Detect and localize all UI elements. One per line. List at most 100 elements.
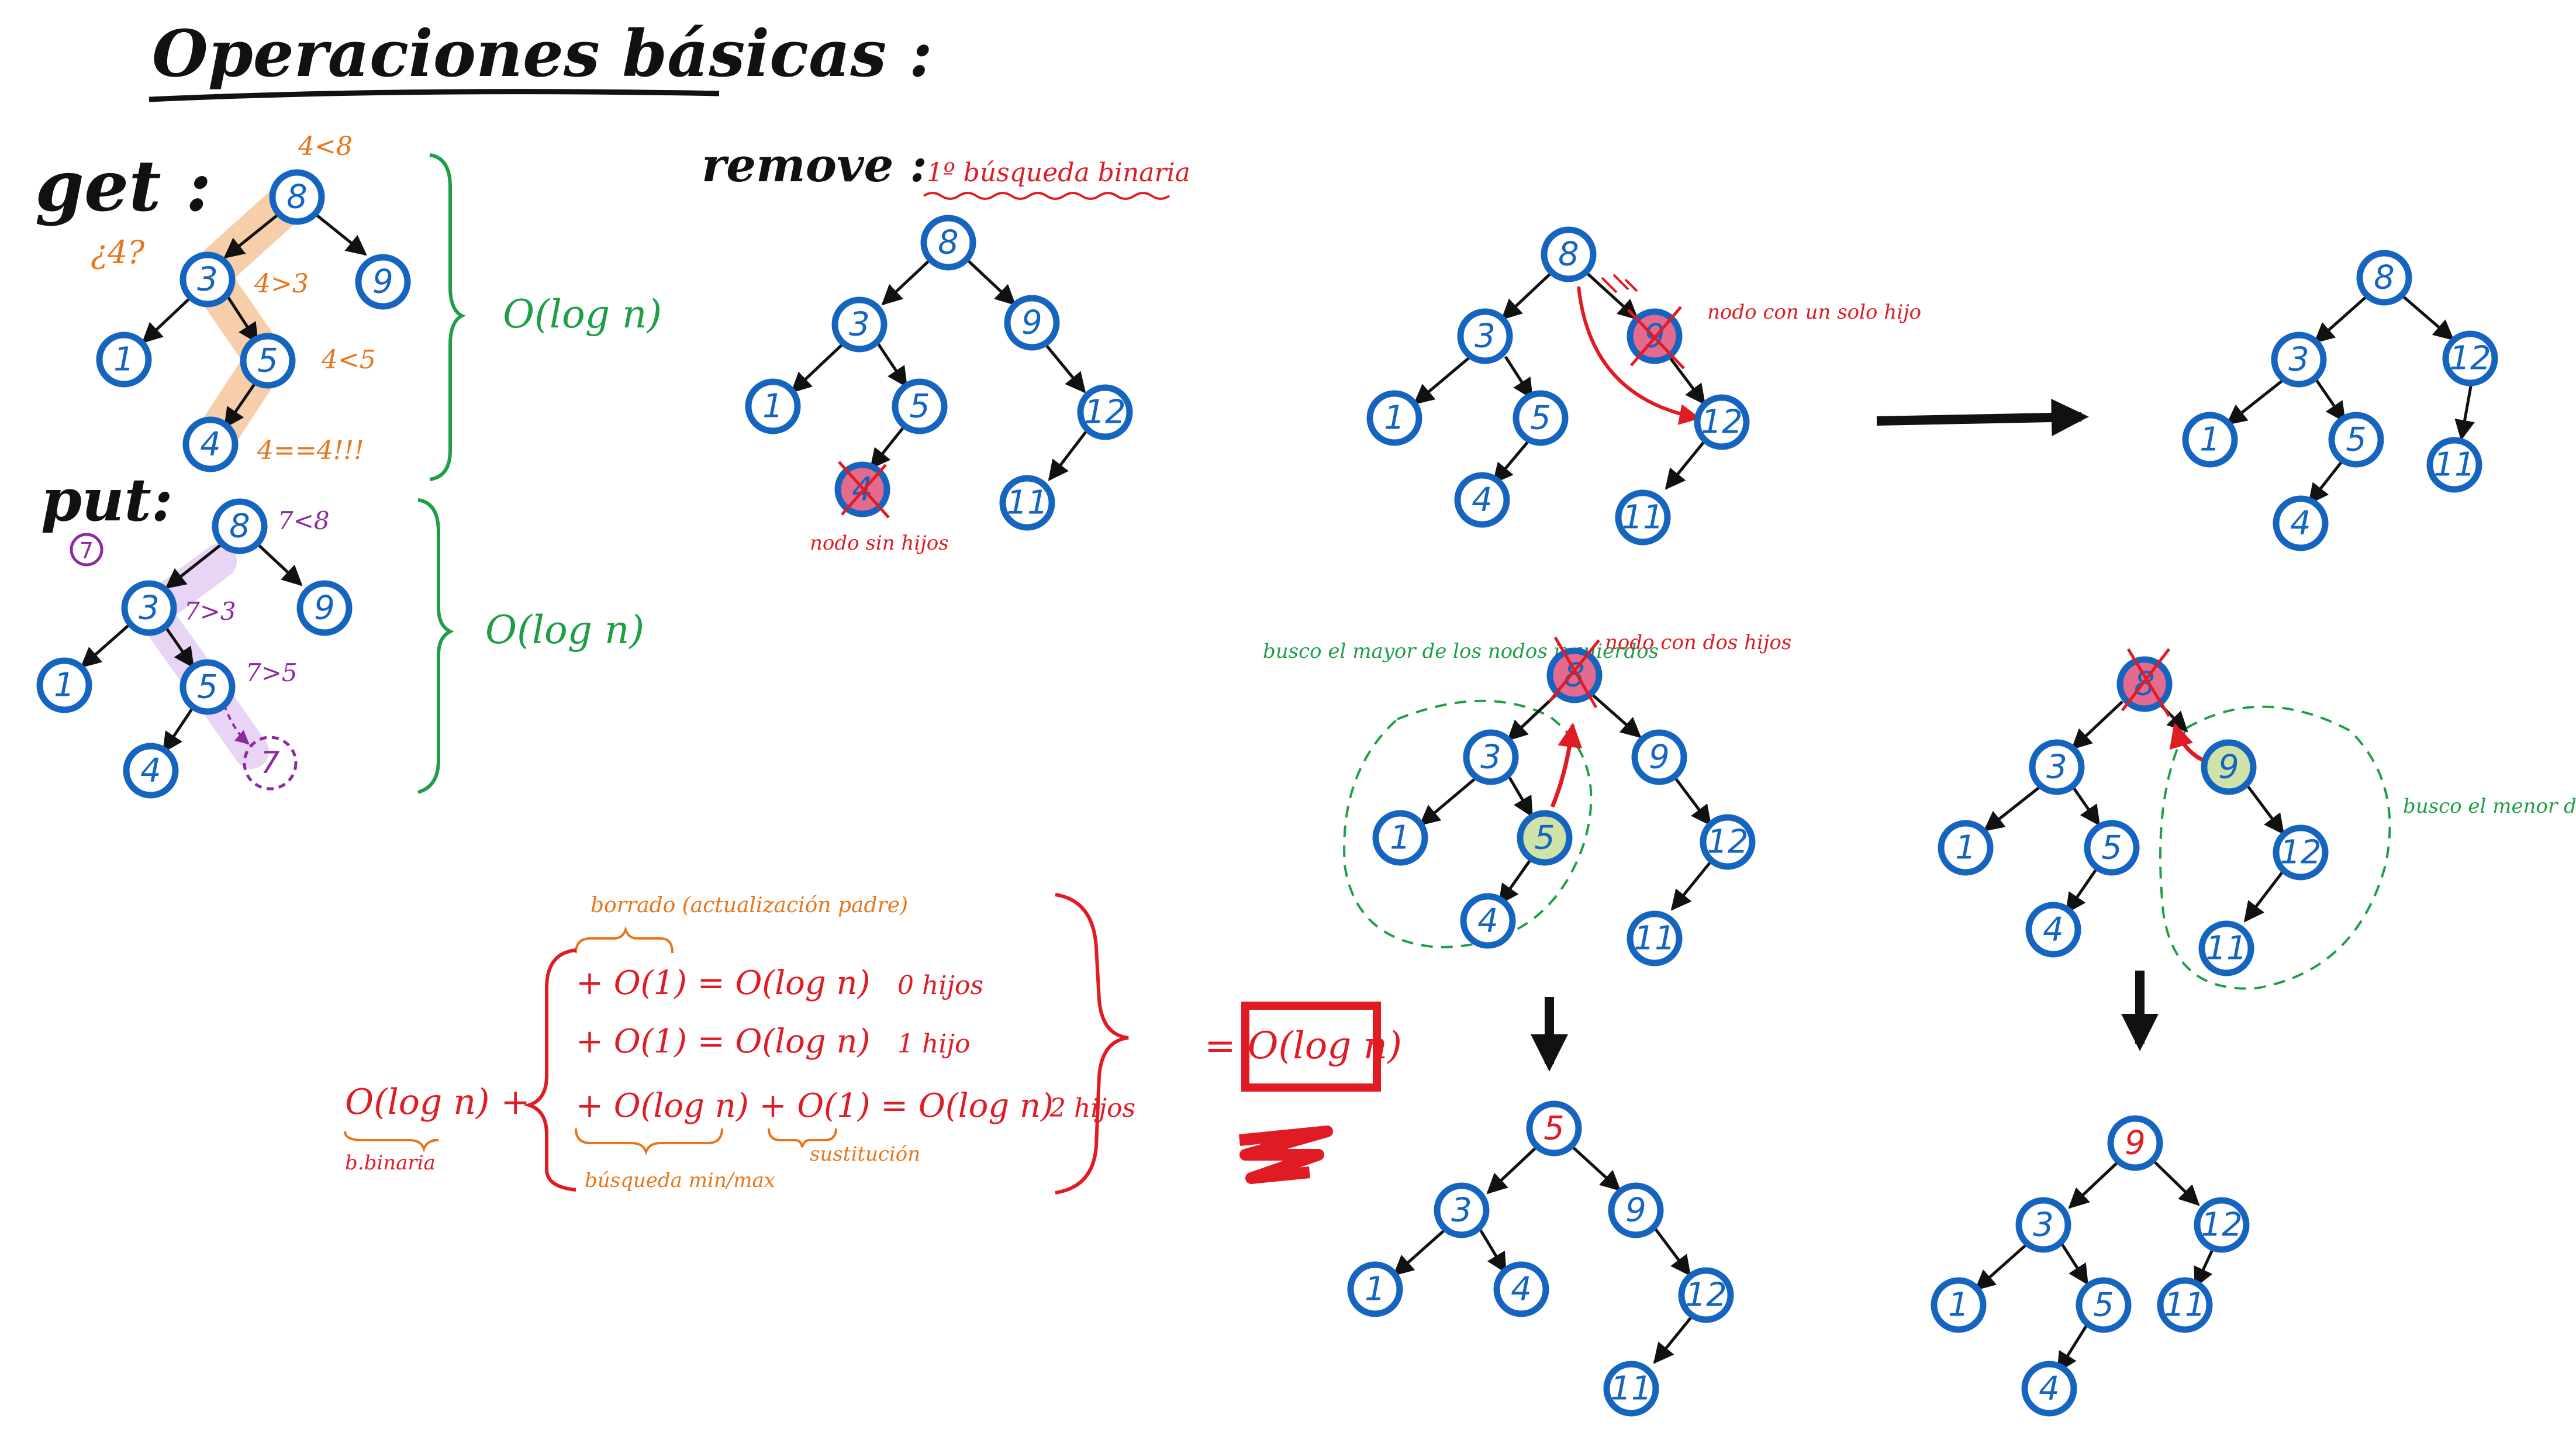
- svg-text:5: 5: [197, 668, 218, 706]
- two-left-tree: 8 3 9 1 5 12 4 11: [1372, 636, 1756, 967]
- node: 9: [355, 254, 411, 310]
- node: 4: [2273, 495, 2329, 551]
- svg-text:1 hijo: 1 hijo: [897, 1029, 971, 1059]
- cost-prefix-brace: [344, 1131, 439, 1153]
- put-step-1: 7<8: [278, 506, 330, 535]
- node: 3: [1434, 1182, 1490, 1238]
- replaced-node: 9: [2107, 1115, 2163, 1171]
- removed-node: 9: [1627, 306, 1685, 370]
- node: 8: [2356, 250, 2412, 306]
- put-value: 7: [70, 533, 103, 567]
- cost-bottom-caption-left: búsqueda min/max: [585, 1169, 775, 1192]
- cost-left-brace: [523, 948, 576, 1192]
- node: 5: [892, 378, 948, 434]
- svg-text:11: 11: [1634, 920, 1675, 958]
- svg-text:2 hijos: 2 hijos: [1049, 1093, 1135, 1123]
- node: 9: [1631, 729, 1687, 785]
- node: 1: [1347, 1261, 1403, 1317]
- node: 12: [1694, 394, 1750, 450]
- svg-text:12: 12: [2449, 340, 2491, 378]
- remove-label: remove :: [702, 137, 927, 192]
- node: 5: [2328, 412, 2384, 468]
- node: 11: [1627, 910, 1683, 967]
- svg-text:11: 11: [1006, 484, 1048, 522]
- svg-text:1: 1: [1948, 1286, 1969, 1324]
- cost-line-1: + O(1) = O(log n) 0 hijos: [576, 964, 983, 1002]
- svg-text:1: 1: [2199, 421, 2221, 459]
- node: 4: [123, 743, 179, 799]
- right-subtree-dashed: [2159, 705, 2391, 990]
- svg-text:8: 8: [2374, 259, 2395, 297]
- get-complexity: O(log n): [503, 292, 662, 337]
- result-right-edges: [1974, 1159, 2218, 1373]
- node: 4: [1454, 472, 1510, 528]
- svg-text:1: 1: [762, 388, 783, 426]
- svg-text:3: 3: [2033, 1206, 2054, 1244]
- get-label: get :: [35, 145, 212, 227]
- two-left-edges: [1419, 692, 1712, 911]
- svg-text:busco el mayor de los nodos iz: busco el mayor de los nodos izquierdos: [1263, 640, 1659, 663]
- node: 1: [36, 657, 92, 713]
- cost-bottom-brace-left: [575, 1128, 723, 1156]
- svg-text:4: 4: [2043, 911, 2064, 949]
- svg-text:9: 9: [1625, 1192, 1646, 1230]
- svg-text:11: 11: [1610, 1370, 1652, 1408]
- cost-prefix-caption: b.binaria: [345, 1151, 436, 1175]
- svg-text:9: 9: [1649, 738, 1670, 776]
- get-step-2: 4>3: [254, 269, 309, 299]
- two-right-tree: 8 3 9 1 5 12 4 11: [1938, 648, 2329, 976]
- cost-prefix: O(log n) +: [345, 1082, 530, 1123]
- put-step-2: 7>3: [184, 597, 236, 626]
- cost-bottom-brace-right: [768, 1128, 837, 1148]
- svg-text:9: 9: [314, 589, 335, 627]
- node: 8: [212, 498, 268, 554]
- svg-text:5: 5: [1534, 819, 1555, 857]
- found-node: 5: [1517, 810, 1573, 866]
- node: 5: [1513, 390, 1569, 446]
- svg-text:8: 8: [1558, 236, 1579, 274]
- node: 12: [2194, 1197, 2250, 1253]
- svg-text:= O(log n): = O(log n): [1204, 1024, 1402, 1068]
- svg-text:3: 3: [197, 261, 218, 299]
- removed-node: 8: [1546, 636, 1603, 709]
- get-query: ¿4?: [91, 234, 145, 271]
- svg-text:4: 4: [200, 426, 221, 464]
- svg-text:12: 12: [1707, 823, 1748, 861]
- node: 3: [2015, 1197, 2071, 1253]
- svg-text:5: 5: [2101, 829, 2122, 867]
- remove-leaf-edges: [790, 259, 1089, 481]
- remove-leaf-tree: 8 3 9 1 5 12 4 11: [745, 215, 1133, 531]
- get-highlight-path: [187, 175, 316, 465]
- put-step-3: 7>5: [246, 658, 298, 687]
- remove-one-child-after-edges: [2226, 294, 2475, 505]
- node: 11: [999, 475, 1055, 531]
- page-title: Operaciones básicas :: [152, 16, 933, 91]
- svg-text:4: 4: [140, 752, 161, 790]
- svg-text:9: 9: [2218, 748, 2239, 786]
- svg-text:+ O(1) = O(log n): + O(1) = O(log n): [576, 964, 870, 1002]
- svg-text:3: 3: [1451, 1192, 1472, 1230]
- remove-one-child-tree: 8 3 9 1 5 12 4 11: [1366, 226, 1750, 546]
- get-tree: 8 9 3 1 5 4: [96, 169, 411, 472]
- svg-text:4: 4: [1511, 1271, 1532, 1309]
- svg-text:11: 11: [2433, 446, 2475, 484]
- node: 1: [745, 378, 801, 434]
- node: 11: [1603, 1361, 1659, 1417]
- node: 4: [1460, 893, 1516, 949]
- removed-node: 4: [834, 461, 890, 519]
- svg-text:4: 4: [1477, 902, 1498, 940]
- cost-bottom-caption-right: sustitución: [810, 1142, 920, 1166]
- svg-text:12: 12: [2201, 1206, 2242, 1244]
- remove-step1: 1º búsqueda binaria: [927, 158, 1190, 188]
- svg-text:8: 8: [938, 224, 959, 262]
- replaced-node: 5: [1526, 1100, 1582, 1157]
- svg-text:+ O(log n) + O(1) = O(log n): + O(log n) + O(1) = O(log n): [576, 1087, 1054, 1125]
- svg-text:4: 4: [1472, 481, 1493, 519]
- svg-text:9: 9: [1021, 304, 1042, 342]
- put-tree: 8 9 3 1 5 4 7: [36, 498, 353, 799]
- remove-one-child-after-tree: 8 3 12 1 5 11 4: [2182, 250, 2498, 551]
- node: 4: [2021, 1361, 2077, 1417]
- result-left-edges: [1393, 1145, 1694, 1364]
- node: 3: [2271, 332, 2327, 388]
